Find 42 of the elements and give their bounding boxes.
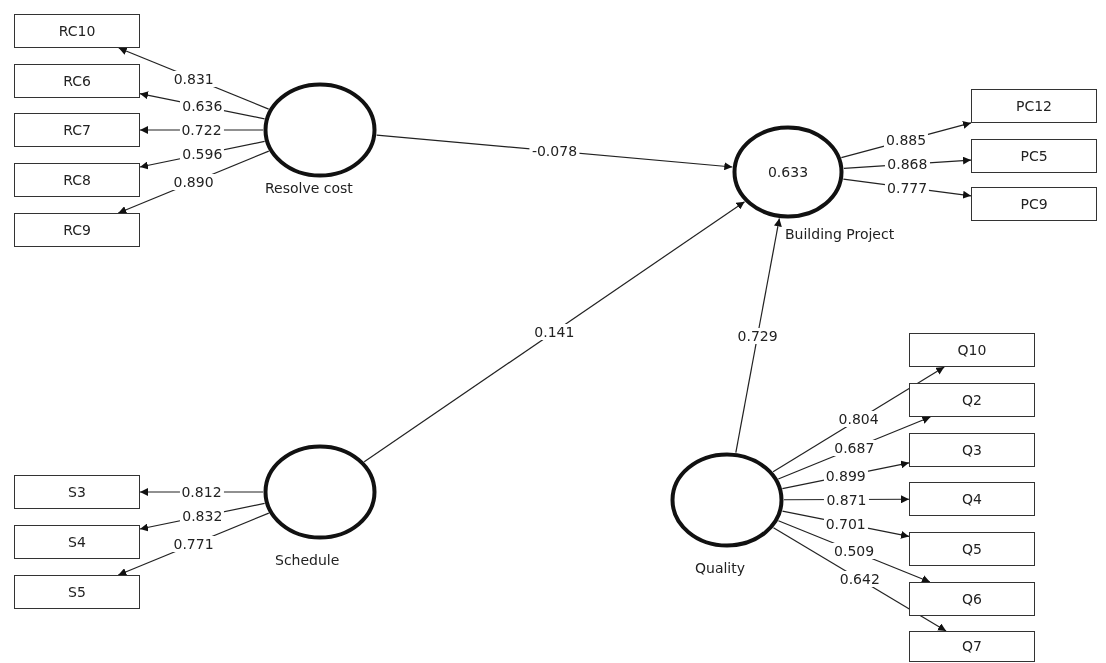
- indicator-box: Q5: [909, 532, 1035, 566]
- edge-label: 0.771: [171, 536, 216, 553]
- edge-label: 0.687: [832, 440, 877, 457]
- edge-label: 0.509: [832, 543, 877, 560]
- edge-label: 0.141: [532, 323, 577, 340]
- r-squared-value: 0.633: [767, 164, 809, 180]
- edge-label: 0.804: [836, 411, 881, 428]
- edge-label: 0.885: [884, 132, 929, 149]
- indicator-box: Q7: [909, 631, 1035, 662]
- edge-label: 0.701: [823, 515, 868, 532]
- edge-label: 0.890: [171, 174, 216, 191]
- indicator-box: RC10: [14, 14, 140, 48]
- indicator-box: S5: [14, 575, 140, 609]
- indicator-box: RC8: [14, 163, 140, 197]
- arrow: [363, 201, 746, 463]
- edge-label: 0.899: [823, 467, 868, 484]
- indicator-box: Q6: [909, 582, 1035, 616]
- edge-label: 0.832: [180, 508, 225, 525]
- construct-name: Quality: [695, 560, 746, 576]
- indicator-box: S3: [14, 475, 140, 509]
- indicator-box: PC12: [971, 89, 1097, 123]
- edge-label: 0.812: [179, 484, 224, 500]
- indicator-box: Q3: [909, 433, 1035, 467]
- indicator-box: S4: [14, 525, 140, 559]
- edge-label: 0.642: [837, 571, 882, 588]
- indicator-box: Q4: [909, 482, 1035, 516]
- edge-label: 0.729: [735, 327, 780, 344]
- indicator-box: RC9: [14, 213, 140, 247]
- indicator-box: PC9: [971, 187, 1097, 221]
- construct-name: Building Project: [785, 226, 895, 242]
- construct-name: Resolve cost: [265, 180, 353, 196]
- construct-name: Schedule: [275, 552, 340, 568]
- edge-label: 0.831: [171, 70, 216, 87]
- indicator-box: PC5: [971, 139, 1097, 173]
- arrow: [735, 217, 782, 454]
- edge-label: 0.722: [179, 122, 224, 138]
- indicator-box: RC7: [14, 113, 140, 147]
- indicator-box: RC6: [14, 64, 140, 98]
- edge-label: 0.636: [180, 98, 225, 115]
- indicator-box: Q10: [909, 333, 1035, 367]
- edge-label: 0.596: [180, 146, 225, 163]
- indicator-box: Q2: [909, 383, 1035, 417]
